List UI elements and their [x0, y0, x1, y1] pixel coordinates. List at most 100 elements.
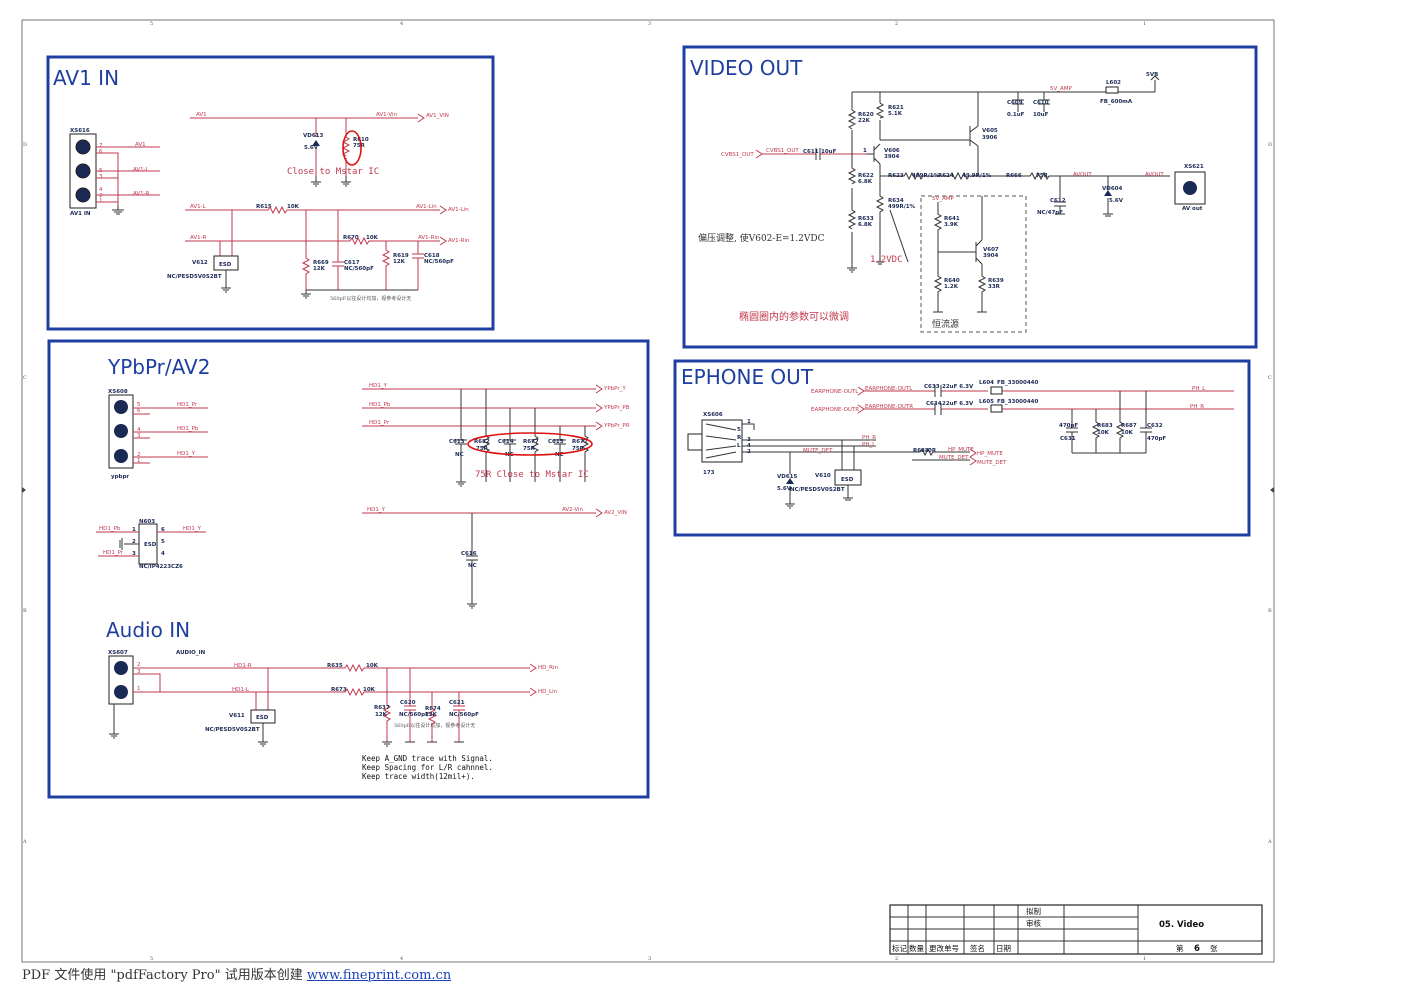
component-value: 22uF 6.3V	[942, 384, 974, 390]
ground-icon	[109, 704, 119, 739]
component-value: NC	[455, 452, 464, 458]
pin-number: 5	[737, 427, 741, 433]
ref-designator: V606	[884, 148, 900, 154]
ref-designator: R639	[988, 278, 1004, 284]
rca-jack-icon	[75, 187, 91, 203]
ref-designator: R624	[938, 173, 954, 179]
ground-icon	[847, 267, 857, 273]
component-value: 22K	[858, 118, 871, 124]
component-value: 10K	[366, 235, 379, 241]
ref-designator: R672	[572, 439, 588, 445]
chip-label: ESD	[841, 477, 854, 483]
transistor-icon	[866, 143, 881, 176]
ref-designator: R688	[913, 448, 929, 454]
net-label: HD1_Pr	[177, 402, 198, 408]
sheet-title: 05. Video	[1159, 920, 1204, 930]
component-value: 10K	[1121, 430, 1134, 436]
component-value: 10K	[287, 204, 300, 210]
ref-designator: C610	[1033, 100, 1049, 106]
pin-number: 6	[161, 527, 165, 533]
net-label: AV1-L	[190, 204, 207, 210]
net-label: MUTE_DET	[803, 448, 833, 454]
power-label: 5VB	[1146, 72, 1158, 78]
wire	[315, 118, 347, 176]
component-value: 12K	[375, 712, 388, 718]
headphone-jack	[701, 419, 743, 463]
footer-link[interactable]: www.fineprint.com.cn	[306, 968, 452, 983]
net-label: EARPHONE-OUTL	[865, 386, 913, 392]
net-label: HD1_Y	[177, 451, 196, 457]
ref-designator: R622	[858, 173, 874, 179]
ref-designator: C621	[449, 700, 465, 706]
border-mark: 1	[1143, 21, 1146, 27]
ref-designator: C613	[449, 439, 465, 445]
ref-designator: L605	[979, 399, 994, 405]
component-value: 5.6V	[1109, 198, 1124, 204]
component-value: 75R	[476, 446, 489, 452]
ref-designator: C632	[1147, 423, 1163, 429]
termination-network	[455, 389, 590, 482]
border-mark: 1	[1143, 956, 1146, 962]
pin-number: 2	[137, 662, 141, 668]
jack-contacts	[705, 423, 737, 459]
block-title: Audio IN	[106, 618, 190, 642]
net-label: PH_R	[862, 435, 876, 441]
net-label: AV1-Rin	[418, 235, 440, 241]
component-value: 470pF	[1147, 436, 1166, 442]
ref-designator: C612	[1050, 198, 1066, 204]
title-block-header: 数量	[909, 943, 924, 953]
net-label: HD1-R	[234, 663, 252, 669]
net-label: AV1	[135, 142, 146, 148]
ref-designator: C609	[1007, 100, 1023, 106]
ref-designator: R641	[944, 216, 960, 222]
wire	[382, 668, 465, 742]
ref-designator: C614	[498, 439, 514, 445]
pin-number: 4	[161, 551, 165, 557]
wire	[255, 668, 269, 710]
border-mark: 3	[648, 21, 651, 27]
component-value: 470pF	[1059, 423, 1078, 429]
title-block-header: 更改单号	[929, 943, 959, 953]
ground-icon	[1055, 213, 1113, 217]
capacitor-icon	[815, 148, 821, 160]
component-value: 6.8K	[858, 179, 873, 185]
block-ephone-out: EPHONE OUT EARPHONE-OUTL EARPHONE-OUTR E…	[673, 359, 1251, 537]
net-label: AV1-Lin	[416, 204, 437, 210]
block-audio-in: Audio IN XS607 AUDIO_IN 2 3 1 HD1-R HD1-…	[106, 618, 558, 781]
ref-designator: R683	[1097, 423, 1113, 429]
border-mark: 3	[648, 956, 651, 962]
net-label: AV2-Vin	[562, 507, 584, 513]
connector-label: AV1 IN	[70, 211, 91, 217]
ref-designator: VD615	[777, 474, 797, 480]
component-value: 10uF	[821, 149, 837, 155]
chip-label: ESD	[144, 542, 157, 548]
component-value: 6.8K	[858, 222, 873, 228]
filter-network	[1066, 391, 1152, 454]
component-value: 3906	[982, 135, 997, 141]
rca-jack-icon	[114, 661, 128, 675]
ref-designator: N603	[139, 519, 155, 525]
pin-number: 1	[747, 419, 751, 425]
zener-diode-icon	[786, 478, 794, 484]
block-video-out: VIDEO OUT CVBS1_OUT CVBS1_OUT C611 10uF …	[682, 45, 1258, 349]
ref-designator: V611	[229, 713, 245, 719]
ref-designator: R610	[353, 137, 369, 143]
ground-icon	[221, 270, 231, 293]
port-arrow-icon	[439, 236, 447, 246]
ref-designator: R623	[888, 173, 904, 179]
ref-designator: V607	[983, 247, 999, 253]
rca-jack-icon	[114, 424, 128, 438]
port-arrow-icon	[417, 113, 425, 123]
ref-designator: V605	[982, 128, 998, 134]
ref-designator: C616	[461, 551, 477, 557]
pin-number: 5	[161, 539, 165, 545]
wire	[301, 210, 424, 290]
border-mark: B	[1268, 608, 1272, 614]
pin-number: 7	[99, 143, 103, 149]
pin-number: 2	[137, 452, 141, 458]
port-label: AV2_VIN	[604, 510, 627, 516]
component-value: FB_33000440	[997, 399, 1038, 405]
component-value: 10K	[363, 687, 376, 693]
ref-designator: C620	[400, 700, 416, 706]
